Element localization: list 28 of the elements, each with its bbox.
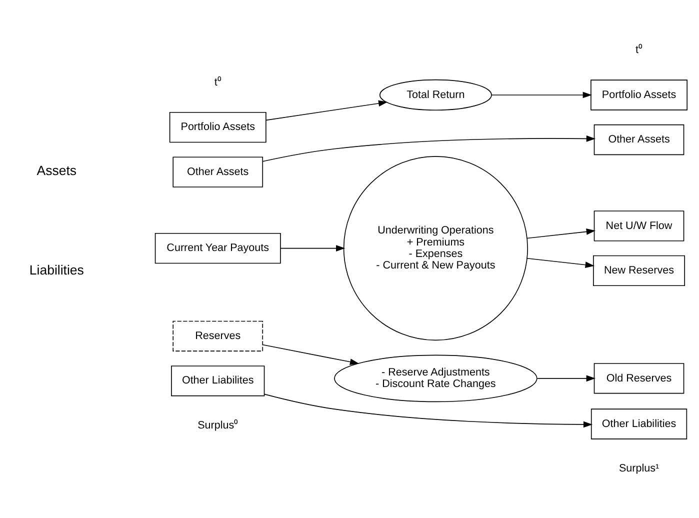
label: t⁰	[636, 44, 643, 56]
arrow	[262, 344, 360, 364]
node-box: Current Year Payouts	[154, 232, 281, 264]
node-box: Portfolio Assets	[590, 79, 688, 110]
node-box: Portfolio Assets	[169, 111, 266, 142]
node-circle: Underwriting Operations + Premiums - Expenses - Current & New Payouts	[343, 156, 528, 340]
label: Liabilities	[29, 262, 84, 278]
label: Assets	[36, 162, 77, 178]
arrow	[536, 374, 596, 382]
arrow	[280, 244, 346, 251]
node-box: Other Liabilities	[590, 408, 688, 439]
label: t⁰	[214, 76, 222, 88]
node-box: Other Assets	[172, 156, 264, 187]
arrow	[262, 134, 596, 162]
label: Surplus¹	[618, 462, 660, 474]
arrow	[266, 100, 388, 120]
arrow	[264, 393, 593, 428]
node-box: Other Assets	[594, 124, 684, 155]
arrow	[491, 91, 592, 98]
node-box: Other Liabilites	[171, 365, 265, 396]
node-box: Old Reserves	[594, 362, 684, 394]
node-box: Net U/W Flow	[594, 210, 684, 241]
node-box: Reserves	[172, 320, 264, 351]
arrow	[526, 257, 594, 268]
node-ellipse: - Reserve Adjustments - Discount Rate Changes	[334, 354, 538, 402]
node-box: New Reserves	[593, 254, 686, 286]
arrow	[526, 228, 596, 238]
label: Surplus⁰	[198, 418, 238, 431]
